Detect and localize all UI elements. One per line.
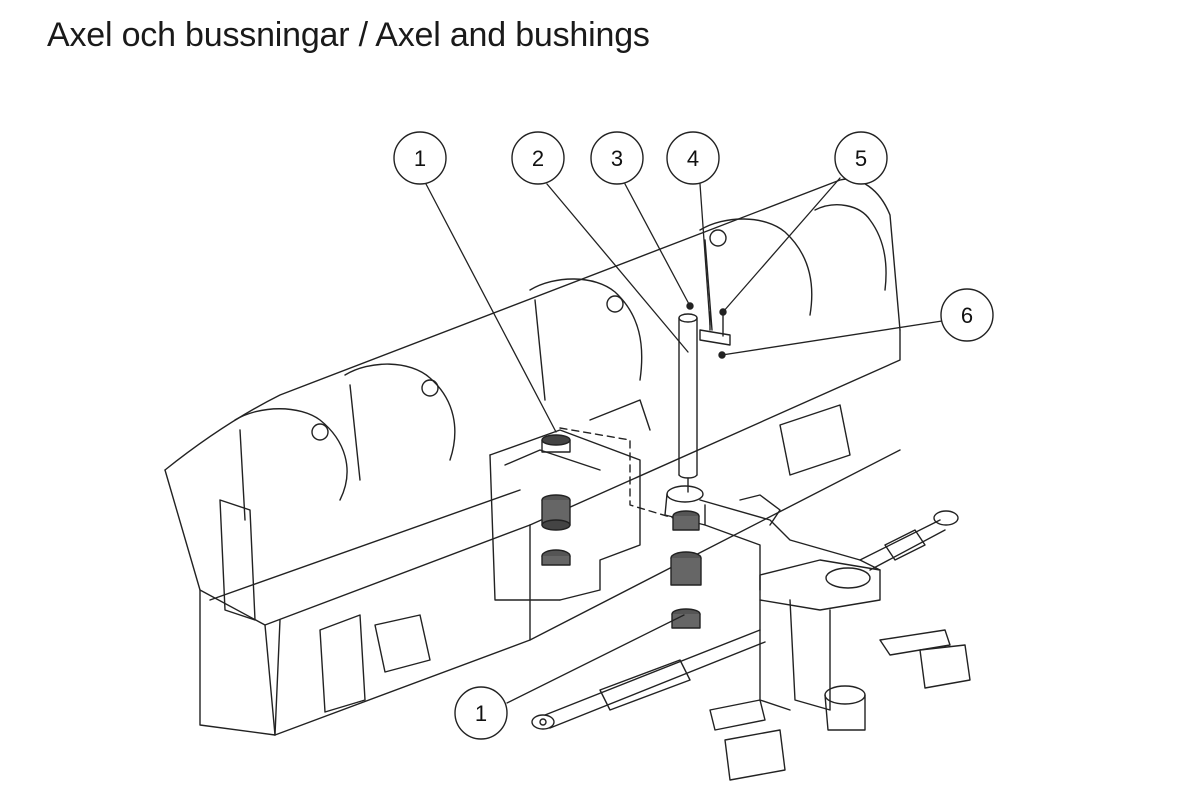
callout-4: 4 [666,131,720,185]
callout-label: 6 [961,303,973,328]
leader-lines [425,177,943,704]
pivot-pin [678,313,698,493]
page-title: Axel och bussningar / Axel and bushings [47,16,650,54]
callout-label: 5 [855,146,867,171]
callout-label: 1 [475,701,487,726]
a-frame [531,485,971,781]
callout-6: 6 [940,288,994,342]
callout-label: 2 [532,146,544,171]
bushings-left-stack [541,434,571,566]
callout-label: 1 [414,146,426,171]
callout-5: 5 [834,131,888,185]
callout-label: 4 [687,146,699,171]
pivot-frame [489,399,681,601]
callout-2: 2 [511,131,565,185]
bushings-right-stack [670,510,702,629]
callout-1-bottom: 1 [454,686,508,740]
callout-1-top: 1 [393,131,447,185]
plow-blade [164,178,901,736]
callout-3: 3 [590,131,644,185]
callout-label: 3 [611,146,623,171]
